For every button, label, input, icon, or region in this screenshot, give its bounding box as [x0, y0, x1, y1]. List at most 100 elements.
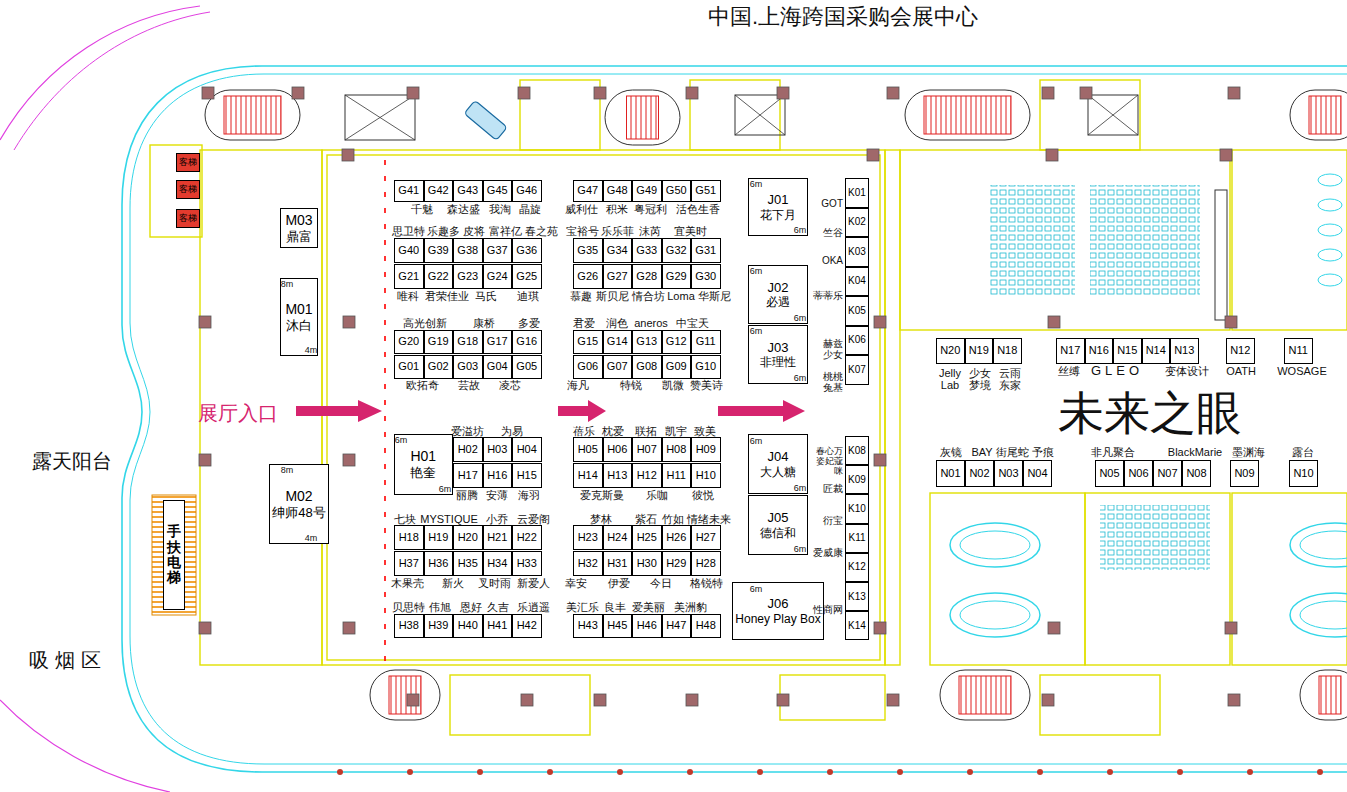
dimension-label: 6m [750, 584, 763, 594]
exhibitor-name: 新火 [442, 577, 464, 590]
exhibitor-name: 露台 [1292, 446, 1314, 459]
exhibitor-name: 非凡聚合 [1091, 446, 1135, 459]
booth-box: H30 [632, 551, 662, 576]
booth-number: H29 [666, 557, 686, 570]
seating-block [1090, 185, 1200, 295]
booth-box: G14 [603, 330, 633, 354]
booth-number: H21 [487, 531, 507, 544]
dimension-label: 6m [395, 435, 408, 445]
flow-arrow [718, 400, 805, 422]
booth-box: G06 [573, 355, 603, 379]
booth-number: H40 [458, 619, 478, 632]
exhibitor-name: 高光创新 [403, 317, 447, 330]
booth-box: G13 [632, 330, 662, 354]
booth-box: H18 [394, 525, 424, 550]
booth-number: K11 [848, 532, 865, 544]
exhibitor-name: 马氏 [475, 290, 497, 303]
lift-cross [345, 95, 415, 140]
booth-box: K03 [845, 237, 869, 267]
booth-number: G28 [636, 270, 657, 283]
booth-number: H36 [428, 557, 448, 570]
stair-outline [1300, 670, 1347, 720]
wall [900, 150, 1230, 330]
booth-number: G11 [696, 335, 716, 348]
table-oval [960, 601, 1030, 629]
booth-number: H16 [487, 469, 507, 482]
booth-box: N06 [1124, 460, 1153, 487]
booth-number: G41 [398, 184, 419, 197]
booth-box: G23 [453, 264, 483, 289]
exhibitor-name: 宝裕号 [566, 225, 599, 238]
booth-box: H34 [483, 551, 513, 576]
booth-number: G22 [428, 270, 449, 283]
dimension-label: 6m [794, 373, 807, 383]
booth-box: K04 [845, 267, 869, 297]
booth-number: G13 [636, 335, 657, 348]
pillar [1220, 149, 1232, 161]
booth-box: H21 [483, 525, 513, 550]
booth-number: G01 [398, 360, 419, 373]
booth-box: K10 [845, 494, 869, 523]
booth-box: H41 [483, 614, 513, 638]
round-table [1318, 274, 1342, 286]
dimension-label: 6m [794, 544, 807, 554]
booth-number: N06 [1128, 467, 1148, 480]
booth-box: H42 [512, 614, 542, 638]
dimension-label: 6m [750, 326, 763, 336]
booth-number: N20 [940, 344, 960, 357]
wall [1085, 493, 1230, 665]
pillar [1228, 694, 1240, 706]
booth-number: G15 [577, 335, 598, 348]
table-oval [1300, 601, 1347, 629]
booth-box: H32 [573, 551, 603, 576]
booth-number: N18 [997, 344, 1017, 357]
booth-number: K09 [848, 474, 866, 486]
booth-number: K02 [848, 216, 866, 228]
pillar [407, 694, 419, 706]
wall [322, 150, 885, 665]
booth-number: G02 [428, 360, 449, 373]
booth-box: H27 [691, 525, 721, 550]
exhibitor-name: 竹如 [662, 513, 684, 526]
exhibitor-name: 威利仕 [565, 202, 598, 215]
exhibitor-name: 木果壳 [391, 577, 424, 590]
exhibitor-name: 乐咖 [646, 489, 668, 502]
stage-platform [1215, 190, 1227, 320]
dimension-label: 6m [794, 483, 807, 493]
exhibitor-name: 致美 [694, 425, 716, 438]
exhibitor-name: 衍宝 [823, 515, 843, 527]
exhibitor-name: 晶旋 [519, 202, 541, 215]
pillar [1048, 622, 1060, 634]
booth-number: H45 [607, 619, 627, 632]
booth-number: N16 [1089, 344, 1109, 357]
exhibitor-name: 宜美时 [674, 225, 707, 238]
exhibitor-name: 蓓乐 [573, 425, 595, 438]
booth-number: K13 [848, 591, 866, 603]
booth-number: N13 [1174, 344, 1194, 357]
booth-box: H19 [424, 525, 454, 550]
exhibitor-name: 叉时雨 [478, 577, 511, 590]
wall [200, 664, 1347, 665]
booth-number: G09 [666, 360, 687, 373]
booth-number: G04 [487, 360, 508, 373]
booth-box: G37 [483, 238, 513, 263]
exhibitor-name: 伊爱 [608, 577, 630, 590]
exhibitor-name: OATH [1226, 365, 1256, 378]
booth-number: G23 [457, 270, 478, 283]
booth-box: G15 [573, 330, 603, 354]
booth-number: H20 [458, 531, 478, 544]
wall [200, 149, 1347, 150]
booth-box: H15 [512, 463, 542, 488]
exhibitor-name: 森达盛 [447, 202, 480, 215]
booth-box: K08 [845, 436, 869, 465]
column-dot [617, 769, 623, 775]
booth-number: G16 [516, 335, 537, 348]
staircase [1309, 96, 1341, 134]
booth-number: H31 [607, 557, 627, 570]
booth-number: G36 [516, 244, 537, 257]
booth-number: N10 [1293, 467, 1313, 480]
booth-box: G11 [691, 330, 721, 354]
stair-outline [940, 670, 1030, 720]
column-dot [1037, 769, 1043, 775]
exhibitor-name: 美汇乐 [566, 601, 599, 614]
